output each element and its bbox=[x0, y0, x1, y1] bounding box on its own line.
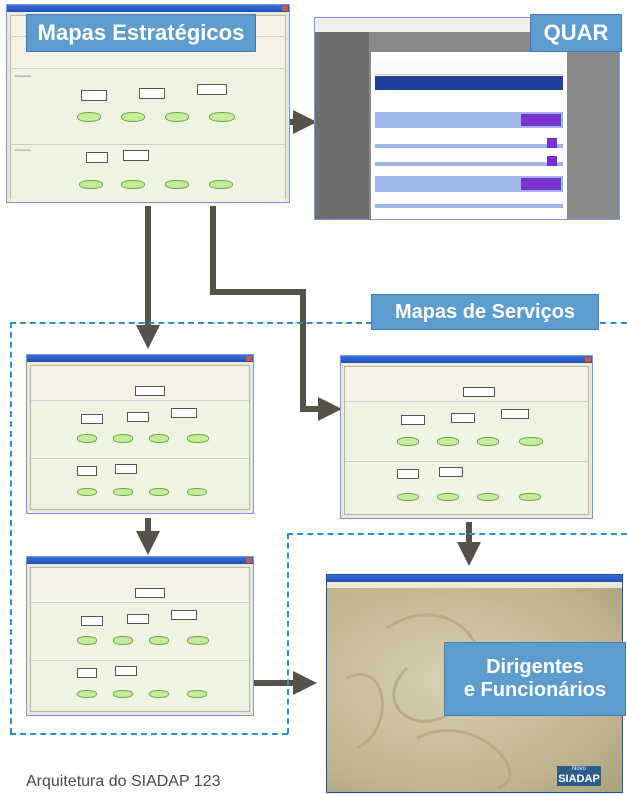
quar-label: QUAR bbox=[543, 20, 609, 45]
dirigentes-label-line1: Dirigentes bbox=[486, 656, 584, 678]
service-map-window-2 bbox=[26, 556, 254, 716]
dashed-region-top-right bbox=[600, 322, 627, 324]
dirigentes-window: Novo SIADAP bbox=[326, 574, 623, 793]
arrow-to-service-map-2 bbox=[210, 206, 342, 421]
quar-window bbox=[314, 17, 620, 220]
strategic-maps-label: Mapas Estratégicos bbox=[37, 20, 245, 45]
dashed-region-inner-top bbox=[287, 533, 627, 535]
logo-novo: Novo bbox=[571, 766, 586, 772]
dashed-region-bottom bbox=[10, 733, 288, 735]
siadap-logo: Novo SIADAP bbox=[557, 766, 601, 786]
caption: Arquitetura do SIADAP 123 bbox=[26, 773, 221, 790]
dashed-region-inner-vertical bbox=[287, 533, 289, 734]
service-maps-label: Mapas de Serviços bbox=[394, 300, 576, 323]
quar-page bbox=[371, 52, 567, 219]
service-maps-banner: Mapas de Serviços bbox=[371, 294, 599, 330]
service-map-window-3 bbox=[340, 355, 593, 519]
dirigentes-banner: Dirigentes e Funcionários bbox=[444, 642, 626, 716]
service-map-window-1 bbox=[26, 354, 254, 514]
strategic-maps-banner: Mapas Estratégicos bbox=[26, 14, 256, 52]
dashed-region-top-left bbox=[10, 322, 372, 324]
dirigentes-label-line2: e Funcionários bbox=[463, 679, 607, 701]
quar-banner: QUAR bbox=[530, 14, 622, 52]
logo-siadap: SIADAP bbox=[558, 773, 600, 785]
dashed-region-left bbox=[10, 322, 12, 734]
